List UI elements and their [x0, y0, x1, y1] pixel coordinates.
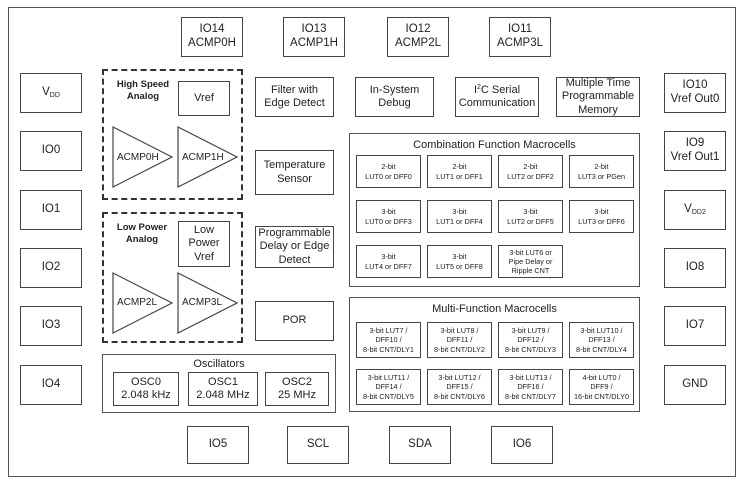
multi-cell-6: 3-bit LUT13 /DFF16 /8-bit CNT/DLY7: [498, 369, 563, 405]
multifunction-macrocells-group: Multi-Function Macrocells: [349, 297, 640, 412]
low-power-vref-block: Low Power Vref: [178, 221, 230, 267]
high-speed-analog-group: [102, 69, 243, 200]
oscillators-group: Oscillators: [102, 354, 336, 413]
multi-cell-4: 3-bit LUT11 /DFF14 /8-bit CNT/DLY5: [356, 369, 421, 405]
acmp1h-label: ACMP1H: [182, 152, 224, 163]
multi-cell-3: 3-bit LUT10 /DFF13 /8-bit CNT/DLY4: [569, 322, 634, 358]
pin-io6: IO6: [491, 426, 553, 464]
mtp-memory-block: Multiple Time Programmable Memory: [556, 77, 640, 117]
pin-io1: IO1: [20, 190, 82, 230]
pin-scl: SCL: [287, 426, 349, 464]
acmp0h-comparator: [112, 126, 174, 188]
pin-io0: IO0: [20, 131, 82, 171]
i2c-serial-block: I2C Serial Communication: [455, 77, 539, 117]
combination-macrocells-title: Combination Function Macrocells: [413, 139, 576, 151]
multi-cell-1: 3-bit LUT8 /DFF11 /8-bit CNT/DLY2: [427, 322, 492, 358]
pin-io5: IO5: [187, 426, 249, 464]
por-block: POR: [255, 301, 334, 341]
pin-vdd: VDD: [20, 73, 82, 113]
acmp3l-label: ACMP3L: [182, 297, 223, 308]
acmp2l-label: ACMP2L: [117, 297, 158, 308]
acmp3l-comparator: [177, 272, 239, 334]
oscillators-title: Oscillators: [193, 358, 245, 370]
pin-io4: IO4: [20, 365, 82, 405]
acmp0h-label: ACMP0H: [117, 152, 159, 163]
pin-io8: IO8: [664, 248, 726, 288]
pin-io3: IO3: [20, 306, 82, 346]
pin-io7: IO7: [664, 306, 726, 346]
multi-cell-2: 3-bit LUT9 /DFF12 /8-bit CNT/DLY3: [498, 322, 563, 358]
pin-sda: SDA: [389, 426, 451, 464]
low-power-analog-group: [102, 212, 243, 343]
multifunction-macrocells-title: Multi-Function Macrocells: [432, 303, 557, 315]
chip-outline: [8, 7, 736, 477]
multi-cell-5: 3-bit LUT12 /DFF15 /8-bit CNT/DLY6: [427, 369, 492, 405]
high-speed-analog-title: High Speed Analog: [116, 79, 170, 102]
multi-cell-7: 4-bit LUT0 /DFF9 /16-bit CNT/DLY0: [569, 369, 634, 405]
low-power-analog-title: Low Power Analog: [116, 222, 168, 245]
acmp1h-comparator: [177, 126, 239, 188]
pin-gnd: GND: [664, 365, 726, 405]
programmable-delay-block: Programmable Delay or Edge Detect: [255, 226, 334, 268]
pin-io2: IO2: [20, 248, 82, 288]
vref-block: Vref: [178, 81, 230, 116]
acmp2l-comparator: [112, 272, 174, 334]
pin-vdd2: VDD2: [664, 190, 726, 230]
combination-macrocells-group: Combination Function Macrocells: [349, 133, 640, 287]
multi-cell-0: 3-bit LUT7 /DFF10 /8-bit CNT/DLY1: [356, 322, 421, 358]
